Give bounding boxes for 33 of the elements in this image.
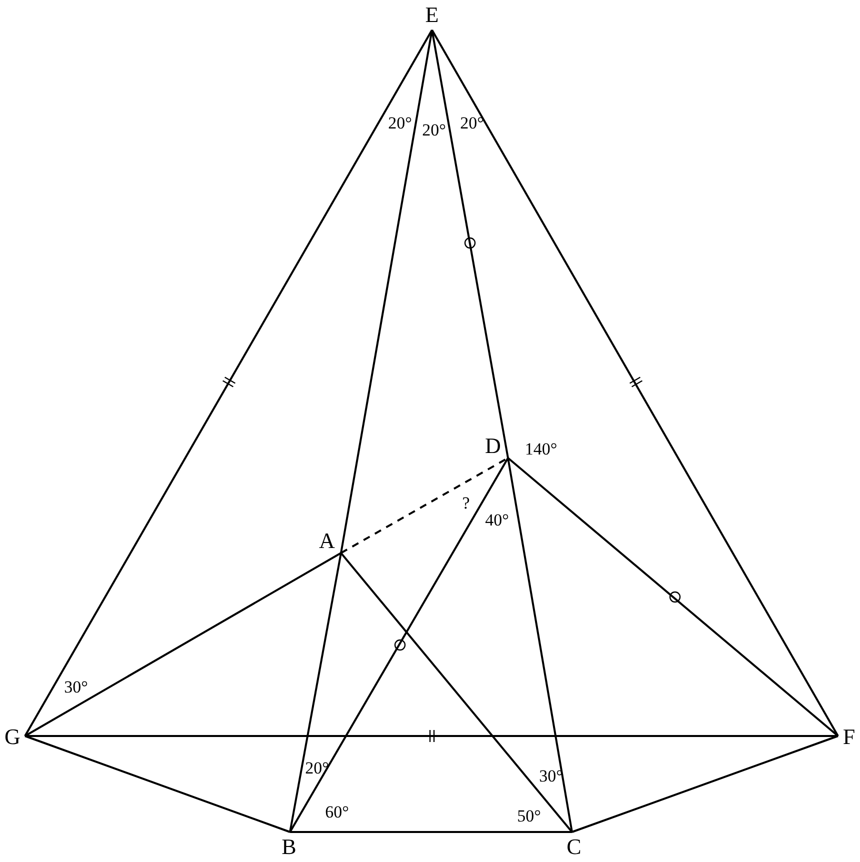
point-label: G bbox=[0, 724, 25, 750]
angle-label: 20° bbox=[388, 114, 412, 132]
point-label: B bbox=[274, 832, 304, 862]
line-segment bbox=[431, 30, 839, 736]
line-segment bbox=[507, 457, 839, 737]
angle-label: 20° bbox=[460, 114, 484, 132]
line-segment bbox=[290, 831, 572, 833]
line-segment bbox=[507, 458, 573, 832]
line-segment bbox=[24, 552, 342, 737]
line-segment bbox=[340, 552, 573, 833]
angle-label: 40° bbox=[485, 512, 509, 528]
dashed-line-segment bbox=[340, 457, 508, 554]
angle-label: 20° bbox=[305, 760, 329, 776]
point-label: C bbox=[560, 832, 588, 862]
line-segment bbox=[289, 552, 342, 832]
angle-label: 50° bbox=[517, 808, 541, 824]
line-segment bbox=[431, 30, 509, 458]
point-label: E bbox=[420, 0, 444, 30]
line-segment bbox=[24, 735, 290, 833]
angle-label: 20° bbox=[422, 122, 446, 138]
angle-label: 30° bbox=[64, 678, 88, 696]
point-label: F bbox=[838, 724, 860, 750]
line-segment bbox=[289, 458, 509, 832]
line-segment bbox=[340, 30, 433, 554]
angle-label: 140° bbox=[524, 440, 558, 458]
point-label: A bbox=[313, 529, 341, 553]
line-segment bbox=[572, 735, 838, 833]
angle-label: 30° bbox=[539, 768, 563, 784]
angle-label: ? bbox=[462, 494, 470, 512]
line-segment bbox=[24, 30, 433, 736]
line-segment bbox=[25, 735, 838, 737]
angle-label: 60° bbox=[325, 804, 349, 820]
point-label: D bbox=[478, 434, 508, 458]
